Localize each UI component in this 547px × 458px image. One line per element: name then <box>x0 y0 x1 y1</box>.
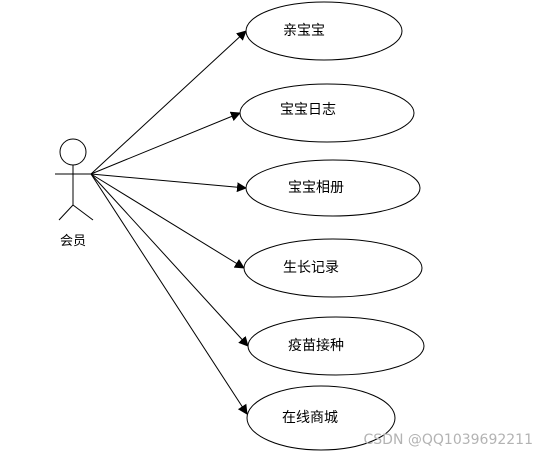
actor-left-leg <box>58 204 74 221</box>
use-case-6: 在线商城 <box>246 385 396 451</box>
csdn-watermark: CSDN @QQ1039692211 <box>364 432 533 448</box>
use-case-3: 宝宝相册 <box>245 159 421 217</box>
association-line-uc3 <box>90 173 247 193</box>
association-line-uc6 <box>90 173 248 415</box>
use-case-ellipse <box>246 385 396 451</box>
use-case-ellipse <box>245 1 403 61</box>
use-case-label: 疫苗接种 <box>288 337 344 354</box>
actor-right-leg <box>72 204 94 221</box>
use-case-ellipse <box>243 238 423 298</box>
use-case-4: 生长记录 <box>243 238 423 298</box>
use-case-5: 疫苗接种 <box>247 316 425 376</box>
actor-member: 会员 <box>55 138 94 249</box>
actor-head <box>59 138 87 166</box>
use-case-label: 生长记录 <box>283 260 339 276</box>
actor-label: 会员 <box>60 234 86 249</box>
association-line-uc5 <box>90 173 249 347</box>
use-case-label: 亲宝宝 <box>283 23 325 39</box>
use-case-ellipse <box>247 316 425 376</box>
use-case-ellipse <box>245 159 421 217</box>
use-case-label: 在线商城 <box>282 410 338 426</box>
association-line-uc4 <box>90 173 245 269</box>
association-line-uc2 <box>90 111 241 175</box>
associations <box>90 30 249 415</box>
use-case-label: 宝宝日志 <box>280 102 336 118</box>
use-case-label: 宝宝相册 <box>288 180 344 196</box>
use-case-1: 亲宝宝 <box>245 1 403 61</box>
use-case-2: 宝宝日志 <box>239 83 415 143</box>
association-line-uc1 <box>90 30 247 175</box>
use-case-ellipse <box>239 83 415 143</box>
